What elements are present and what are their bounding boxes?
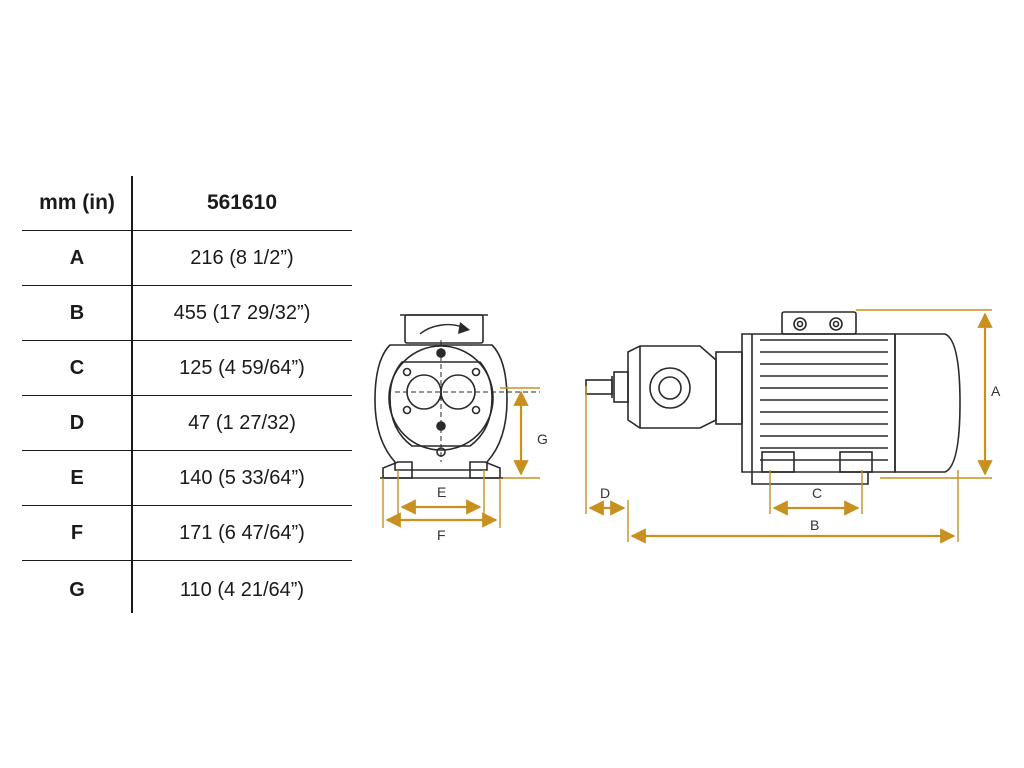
row-key: G — [69, 578, 85, 601]
row-value: 110 (4 21/64”) — [179, 578, 305, 601]
row-key: B — [69, 301, 85, 324]
header-unit-label: mm (in) — [39, 191, 115, 214]
row-key: E — [70, 466, 84, 489]
table-row: E 140 (5 33/64”) — [22, 451, 352, 506]
pump-side-view — [585, 311, 961, 485]
dimension-label-g: G — [537, 431, 548, 447]
dimension-lines — [382, 309, 993, 544]
dimension-label-c: C — [812, 485, 822, 501]
dimension-labels: A B C D E F G — [437, 383, 1001, 543]
dimension-label-a: A — [991, 383, 1001, 399]
row-value: 171 (6 47/64”) — [179, 521, 305, 544]
row-key: F — [70, 521, 84, 544]
dimension-label-f: F — [437, 527, 446, 543]
header-model-number: 561610 — [206, 191, 278, 214]
row-key: A — [69, 246, 85, 269]
pump-front-view — [374, 314, 540, 479]
table-row: D 47 (1 27/32) — [22, 396, 352, 451]
row-value: 455 (17 29/32”) — [173, 301, 311, 324]
row-value: 140 (5 33/64”) — [179, 466, 305, 489]
table-row: C 125 (4 59/64”) — [22, 341, 352, 396]
row-value: 47 (1 27/32) — [188, 411, 296, 434]
dimension-label-e: E — [437, 484, 446, 500]
spec-table: mm (in) 561610 A 216 (8 1/2”) B 455 (17 … — [22, 176, 352, 619]
table-column-divider — [131, 176, 133, 613]
table-row: G 110 (4 21/64”) — [22, 561, 352, 619]
dimension-label-b: B — [810, 517, 819, 533]
table-row: F 171 (6 47/64”) — [22, 506, 352, 561]
dimension-label-d: D — [600, 485, 610, 501]
table-row: A 216 (8 1/2”) — [22, 231, 352, 286]
row-value: 125 (4 59/64”) — [179, 356, 305, 379]
row-key: D — [69, 411, 85, 434]
row-key: C — [69, 356, 85, 379]
table-header-row: mm (in) 561610 — [22, 176, 352, 231]
table-row: B 455 (17 29/32”) — [22, 286, 352, 341]
row-value: 216 (8 1/2”) — [190, 246, 294, 269]
